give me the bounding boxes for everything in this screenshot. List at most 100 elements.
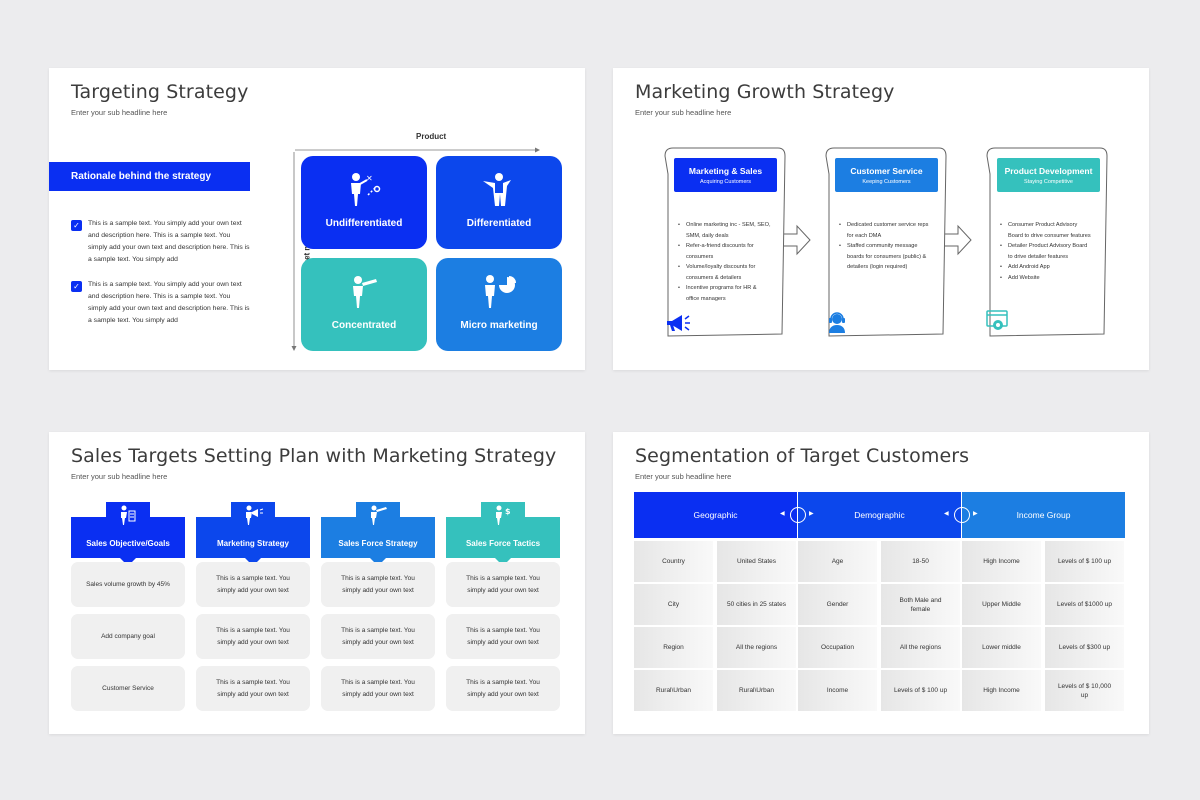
- quadrant-micro-marketing[interactable]: Micro marketing: [436, 258, 562, 351]
- column-header-marketing-strategy: Marketing Strategy: [196, 502, 310, 566]
- plan-cell: Add company goal: [71, 614, 185, 659]
- table-cell: Both Male and female: [881, 584, 960, 625]
- web-settings-icon: [986, 310, 1010, 337]
- table-cell: 50 cities in 25 states: [717, 584, 796, 625]
- stage-list: Dedicated customer service reps for each…: [837, 220, 932, 273]
- list-item: Dedicated customer service reps for each…: [837, 220, 932, 241]
- stage-header-product-development: Product Development Staying Competitive: [997, 158, 1100, 192]
- table-cell: Income: [798, 670, 877, 711]
- plan-cell: This is a sample text. You simply add yo…: [321, 614, 435, 659]
- page-title: Targeting Strategy: [71, 81, 249, 103]
- plan-cell: This is a sample text. You simply add yo…: [196, 562, 310, 607]
- column-label: Sales Force Tactics: [465, 539, 541, 548]
- quadrant-concentrated[interactable]: Concentrated: [301, 258, 427, 351]
- plan-cell: This is a sample text. You simply add yo…: [196, 614, 310, 659]
- arrow-right-icon: ▶: [809, 511, 814, 517]
- table-cell: All the regions: [881, 627, 960, 668]
- page-title: Sales Targets Setting Plan with Marketin…: [71, 445, 557, 467]
- column-header-sales-force-strategy: Sales Force Strategy: [321, 502, 435, 566]
- rationale-banner: Rationale behind the strategy: [49, 162, 250, 191]
- axis-arrows: [291, 147, 540, 351]
- checkbox-icon: ✓: [71, 281, 82, 292]
- connector-knob-icon: [790, 507, 806, 523]
- table-cell: High Income: [962, 541, 1041, 582]
- table-cell: Rural\Urban: [634, 670, 713, 711]
- megaphone-person-icon: [196, 505, 310, 525]
- table-cell: Occupation: [798, 627, 877, 668]
- stage-subheading: Keeping Customers: [862, 179, 911, 185]
- page-subtitle: Enter your sub headline here: [71, 108, 168, 117]
- arrow-left-icon: ◀: [944, 511, 949, 517]
- list-item: Online marketing inc - SEM, SEO, SMM, da…: [676, 220, 771, 241]
- table-cell: High Income: [962, 670, 1041, 711]
- table-cell: United States: [717, 541, 796, 582]
- column-label: Sales Force Strategy: [338, 539, 418, 548]
- table-cell: Upper Middle: [962, 584, 1041, 625]
- svg-text:$: $: [505, 507, 511, 516]
- page-subtitle: Enter your sub headline here: [71, 472, 168, 481]
- segment-header-demographic: Demographic: [798, 492, 961, 538]
- stage-header-customer-service: Customer Service Keeping Customers: [835, 158, 938, 192]
- plan-cell: This is a sample text. You simply add yo…: [446, 666, 560, 711]
- dollar-person-icon: $: [446, 505, 560, 525]
- arrow-left-icon: ◀: [780, 511, 785, 517]
- strategy-person-icon: ✕: [301, 171, 427, 209]
- table-cell: Levels of $ 10,000 up: [1045, 670, 1124, 711]
- list-item: Volume/loyalty discounts for consumers &…: [676, 262, 771, 283]
- stage-header-marketing-sales: Marketing & Sales Acquiring Customers: [674, 158, 777, 192]
- table-cell: Levels of $ 100 up: [881, 670, 960, 711]
- list-item: Add Website: [998, 273, 1093, 284]
- point-text: This is a sample text. You simply add yo…: [88, 220, 250, 263]
- table-cell: Country: [634, 541, 713, 582]
- slide-targeting-strategy: Targeting Strategy Enter your sub headli…: [49, 68, 585, 370]
- list-item: Detailer Product Advisory Board to drive…: [998, 241, 1093, 262]
- stage-heading: Marketing & Sales: [688, 166, 763, 176]
- quadrant-label: Concentrated: [331, 320, 397, 331]
- stage-heading: Product Development: [1004, 166, 1093, 176]
- megaphone-icon: [665, 313, 691, 338]
- table-cell: Age: [798, 541, 877, 582]
- plan-cell: Customer Service: [71, 666, 185, 711]
- table-cell: Gender: [798, 584, 877, 625]
- page-subtitle: Enter your sub headline here: [635, 108, 732, 117]
- stage-heading: Customer Service: [850, 166, 923, 176]
- superhero-person-icon: [436, 171, 562, 209]
- column-label: Marketing Strategy: [216, 539, 290, 548]
- page-subtitle: Enter your sub headline here: [635, 472, 732, 481]
- stage-subheading: Staying Competitive: [1024, 179, 1073, 185]
- column-header-sales-objective: Sales Objective/Goals: [71, 502, 185, 566]
- pie-chart-person-icon: [436, 273, 562, 311]
- column-label: Sales Objective/Goals: [86, 539, 170, 548]
- slide-sales-targets-plan: Sales Targets Setting Plan with Marketin…: [49, 432, 585, 734]
- page-title: Segmentation of Target Customers: [635, 445, 970, 467]
- stage-subheading: Acquiring Customers: [699, 179, 752, 185]
- table-cell: Levels of $ 100 up: [1045, 541, 1124, 582]
- arrow-right-icon: ▶: [973, 511, 978, 517]
- stage-list: Consumer Product Advisory Board to drive…: [998, 220, 1093, 283]
- point-text: This is a sample text. You simply add yo…: [88, 281, 250, 324]
- quadrant-label: Differentiated: [466, 218, 532, 229]
- column-header-sales-force-tactics: $ Sales Force Tactics: [446, 502, 560, 566]
- list-item: Staffed community message boards for con…: [837, 241, 932, 273]
- telescope-person-icon: [301, 273, 427, 311]
- svg-text:✕: ✕: [366, 174, 373, 183]
- slide-marketing-growth-strategy: Marketing Growth Strategy Enter your sub…: [613, 68, 1149, 370]
- quadrant-undifferentiated[interactable]: ✕ Undifferentiated: [301, 156, 427, 249]
- list-item: Incentive programs for HR & office manag…: [676, 283, 771, 304]
- quadrant-label: Micro marketing: [460, 320, 538, 331]
- plan-cell: This is a sample text. You simply add yo…: [321, 666, 435, 711]
- quadrant-differentiated[interactable]: Differentiated: [436, 156, 562, 249]
- segment-header-geographic: Geographic: [634, 492, 797, 538]
- x-axis-label: Product: [416, 132, 447, 141]
- plan-cell: Sales volume growth by 45%: [71, 562, 185, 607]
- person-chart-icon: [71, 505, 185, 525]
- quadrant-label: Undifferentiated: [325, 218, 403, 229]
- telescope-person-icon: [321, 505, 435, 525]
- connector-knob-icon: [954, 507, 970, 523]
- list-item: Refer-a-friend discounts for consumers: [676, 241, 771, 262]
- table-cell: 18-50: [881, 541, 960, 582]
- slide-segmentation: Segmentation of Target Customers Enter y…: [613, 432, 1149, 734]
- list-item: Consumer Product Advisory Board to drive…: [998, 220, 1093, 241]
- table-cell: Lower middle: [962, 627, 1041, 668]
- segment-header-income-group: Income Group: [962, 492, 1125, 538]
